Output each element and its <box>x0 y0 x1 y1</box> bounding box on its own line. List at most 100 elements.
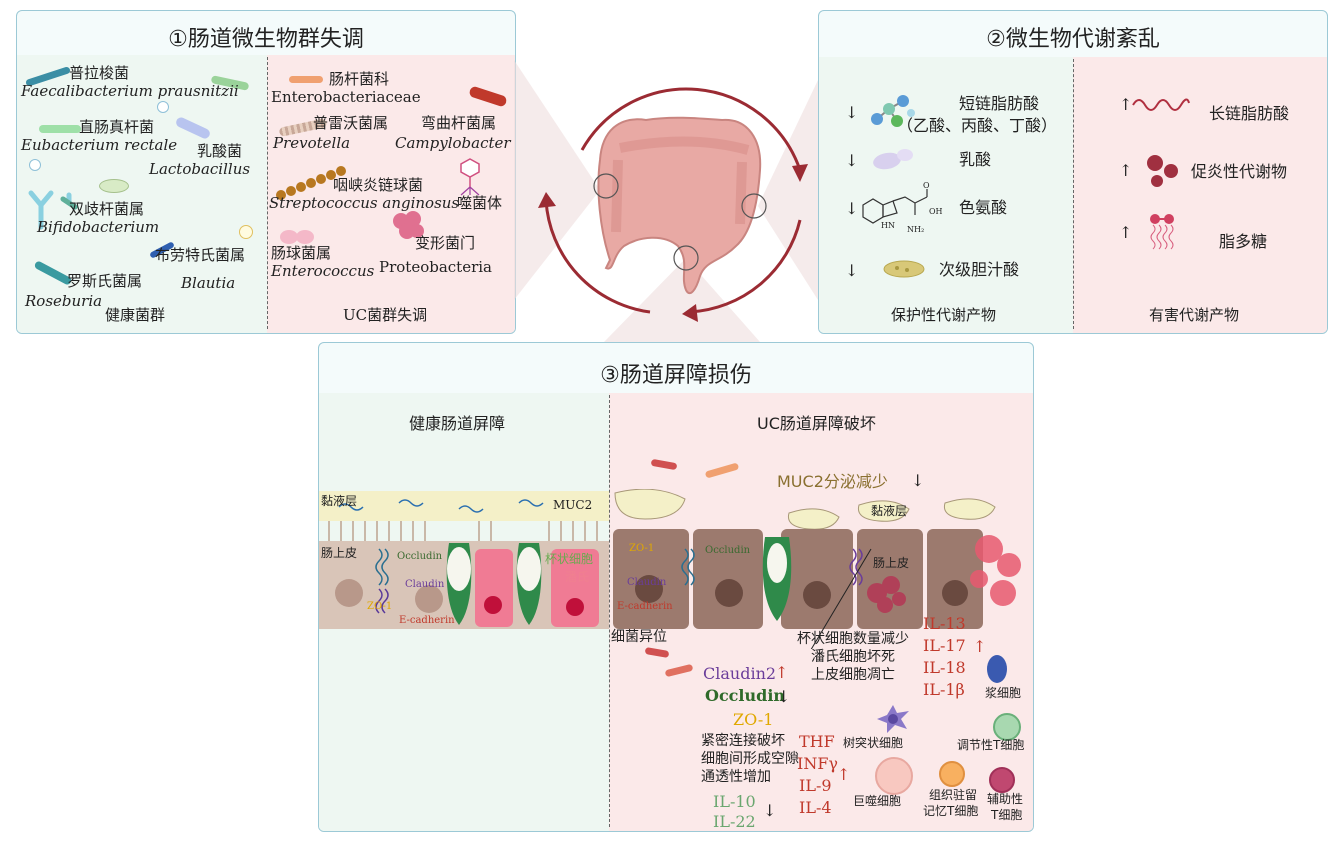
lipopolysaccharide-icon <box>1150 214 1174 250</box>
panel-metabolism-disorder: ②微生物代谢紊乱 ↓ 短链脂肪酸 （乙酸、丙酸、丁酸） ↓ 乳酸 ↓ HN O … <box>818 10 1328 334</box>
eubacterium-cn: 直肠真杆菌 <box>79 118 155 136</box>
proteobacteria-icon <box>393 211 424 239</box>
dendritic-cell-icon <box>877 705 909 733</box>
secondary-bile-acid-label: 次级胆汁酸 <box>939 260 1020 279</box>
infg-label: INFγ <box>797 754 838 773</box>
lactic-acid-label: 乳酸 <box>959 150 992 169</box>
il4-label: IL-4 <box>799 798 832 817</box>
helper-t-cell-label-1: 辅助性 <box>987 792 1024 806</box>
helper-t-cell-icon <box>989 767 1015 793</box>
treg-cell-icon <box>993 713 1021 741</box>
campylobacter-cn: 弯曲杆菌属 <box>421 114 497 132</box>
healthy-flora-bg <box>17 55 267 333</box>
lactobacillus-cn: 乳酸菌 <box>197 142 243 160</box>
up-arrow-icon: ↑ <box>1119 95 1133 114</box>
healthy-mucus-label: 黏液层 <box>321 494 358 508</box>
streptococcus-cn: 咽峡炎链球菌 <box>333 176 424 194</box>
campylobacter-latin: Campylobacter <box>395 134 511 152</box>
il9-label: IL-9 <box>799 776 832 795</box>
enterococcus-icon <box>280 230 314 244</box>
faecalibacterium-latin: Faecalibacterium prausnitzii <box>21 82 239 100</box>
prevotella-latin: Prevotella <box>273 134 351 152</box>
uc-epithelium-label: 肠上皮 <box>873 556 910 570</box>
healthy-occludin-label: Occludin <box>397 551 443 562</box>
trm-cell-label-2: 记忆T细胞 <box>923 804 979 818</box>
bacteriophage-cn: 噬菌体 <box>457 194 503 212</box>
proteobacteria-latin: Proteobacteria <box>379 258 492 276</box>
down-arrow-icon: ↓ <box>845 199 859 218</box>
panel2-divider <box>1073 59 1074 329</box>
uc-occludin-label: Occludin <box>705 545 751 556</box>
uc-epithelium-graphic <box>613 489 1021 649</box>
il10-label: IL-10 <box>713 792 756 811</box>
healthy-paneth-label: 潘氏 <box>565 570 590 584</box>
roseburia-cn: 罗斯氏菌属 <box>67 272 143 290</box>
enterococcus-latin: Enterococcus <box>271 262 375 280</box>
healthy-barrier-title: 健康肠道屏障 <box>409 414 506 433</box>
trm-cell-label-1: 组织驻留 <box>929 788 978 802</box>
trp-nh-label: HN <box>881 221 895 230</box>
healthy-goblet-label: 杯状细胞 <box>545 552 594 566</box>
scfa-sub-label: （乙酸、丙酸、丁酸） <box>897 116 1058 135</box>
streptococcus-latin: Streptococcus anginosus <box>269 194 460 212</box>
intercellular-gap-label: 细胞间形成空隙 <box>701 751 799 767</box>
down-arrow-icon: ↓ <box>845 103 859 122</box>
cocci-icon <box>157 101 169 113</box>
roseburia-latin: Roseburia <box>25 292 103 310</box>
enterobacteriaceae-latin: Enterobacteriaceae <box>271 88 421 106</box>
trp-o-label: O <box>923 181 930 190</box>
up-arrow-icon: ↑ <box>775 663 789 682</box>
epithelial-apoptosis-label: 上皮细胞凋亡 <box>811 667 895 683</box>
faecalibacterium-cn: 普拉梭菌 <box>69 64 130 82</box>
trm-cell-icon <box>939 761 965 787</box>
trp-nh2-label: NH₂ <box>907 225 925 234</box>
up-arrow-icon: ↑ <box>973 637 987 656</box>
goblet-decrease-label: 杯状细胞数量减少 <box>797 631 909 647</box>
up-arrow-icon: ↑ <box>1119 161 1133 180</box>
muc2-decrease-label: MUC2分泌减少 <box>777 472 888 491</box>
scfa-molecule-icon <box>871 95 915 127</box>
cocci-icon <box>239 225 253 239</box>
uc-claudin-label: Claudin <box>627 577 667 588</box>
occludin-down-label: Occludin <box>705 686 786 705</box>
lactobacillus-latin: Lactobacillus <box>149 160 251 178</box>
eubacterium-latin: Eubacterium rectale <box>21 136 178 154</box>
panel1-divider <box>267 57 268 329</box>
protective-metabolites-label: 保护性代谢产物 <box>891 306 997 324</box>
healthy-epithelium-graphic <box>319 491 609 629</box>
down-arrow-icon: ↓ <box>845 151 859 170</box>
zo1-down-label: ZO-1 <box>733 710 774 729</box>
bacteriophage-icon <box>460 158 480 196</box>
paneth-necrosis-label: 潘氏细胞坏死 <box>811 649 895 665</box>
panel3-divider <box>609 395 610 827</box>
proteobacteria-cn: 变形菌门 <box>415 234 476 252</box>
protective-bg <box>819 57 1073 333</box>
proinflammatory-metabolite-label: 促炎性代谢物 <box>1191 162 1288 181</box>
dendritic-cell-label: 树突状细胞 <box>843 736 904 750</box>
panel-microbiota-dysbiosis: ①肠道微生物群失调 普拉梭菌 Faecalibacterium prausnit… <box>16 10 516 334</box>
long-chain-fatty-acid-label: 长链脂肪酸 <box>1209 104 1290 123</box>
claudin2-label: Claudin2 <box>703 664 777 683</box>
proinflammatory-metabolite-icon <box>1147 155 1178 187</box>
bifidobacterium-latin: Bifidobacterium <box>37 218 160 236</box>
thf-label: THF <box>799 732 835 751</box>
bile-acid-icon <box>883 260 925 278</box>
uc-ecad-label: E-cadherin <box>617 601 673 612</box>
down-arrow-icon: ↓ <box>763 801 777 820</box>
down-arrow-icon: ↓ <box>911 471 925 490</box>
uc-mucus-label: 黏液层 <box>871 504 908 518</box>
permeability-increase-label: 通透性增加 <box>701 769 771 785</box>
long-chain-fatty-acid-icon <box>1132 98 1190 111</box>
uc-flora-label: UC菌群失调 <box>343 306 428 324</box>
tryptophan-label: 色氨酸 <box>959 198 1008 217</box>
il18-label: IL-18 <box>923 658 966 677</box>
il1b-label: IL-1β <box>923 680 965 699</box>
eubacterium-icon <box>39 125 81 133</box>
streptococcus-icon <box>276 166 346 200</box>
healthy-muc2-label: MUC2 <box>553 498 593 512</box>
il17-label: IL-17 <box>923 636 966 655</box>
enterococcus-cn: 肠球菌属 <box>271 244 332 262</box>
macrophage-icon <box>875 757 913 795</box>
down-arrow-icon: ↓ <box>845 261 859 280</box>
lactic-acid-icon <box>873 149 913 170</box>
